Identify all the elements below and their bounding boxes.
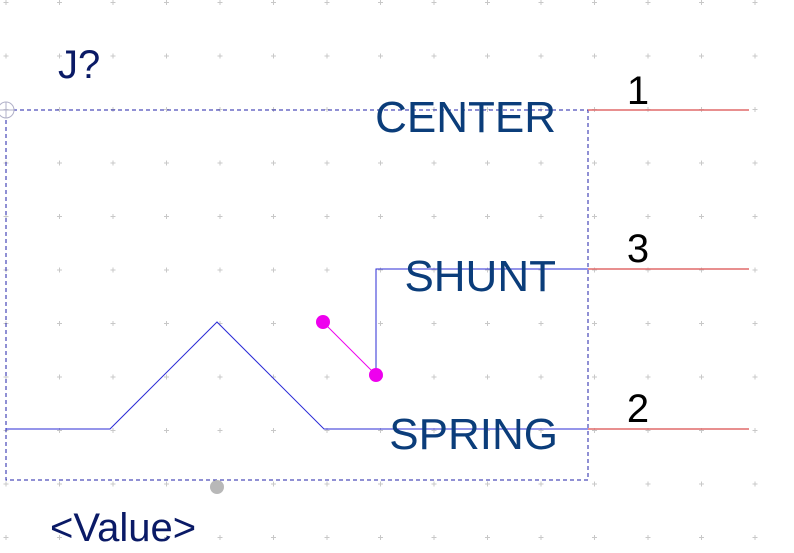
- switch-lever[interactable]: [316, 315, 383, 382]
- component-origin-marker: [0, 101, 15, 119]
- pin-name-spring[interactable]: SPRING: [389, 410, 558, 459]
- component-body-outline[interactable]: [5, 109, 589, 481]
- component-value[interactable]: <Value>: [50, 506, 196, 550]
- pin-name-center[interactable]: CENTER: [375, 93, 556, 142]
- pin-3-number[interactable]: 3: [627, 227, 649, 271]
- pin-2-number[interactable]: 2: [627, 387, 649, 431]
- pin-1-number[interactable]: 1: [627, 69, 649, 113]
- component-reference-dot[interactable]: [210, 480, 224, 494]
- spring-contact-line[interactable]: [6, 321, 590, 430]
- pin-name-shunt[interactable]: SHUNT: [404, 252, 556, 301]
- shunt-contact-line[interactable]: [375, 268, 590, 375]
- component-designator[interactable]: J?: [58, 43, 100, 87]
- switch-contact-dot[interactable]: [369, 368, 383, 382]
- switch-pivot-dot[interactable]: [316, 315, 330, 329]
